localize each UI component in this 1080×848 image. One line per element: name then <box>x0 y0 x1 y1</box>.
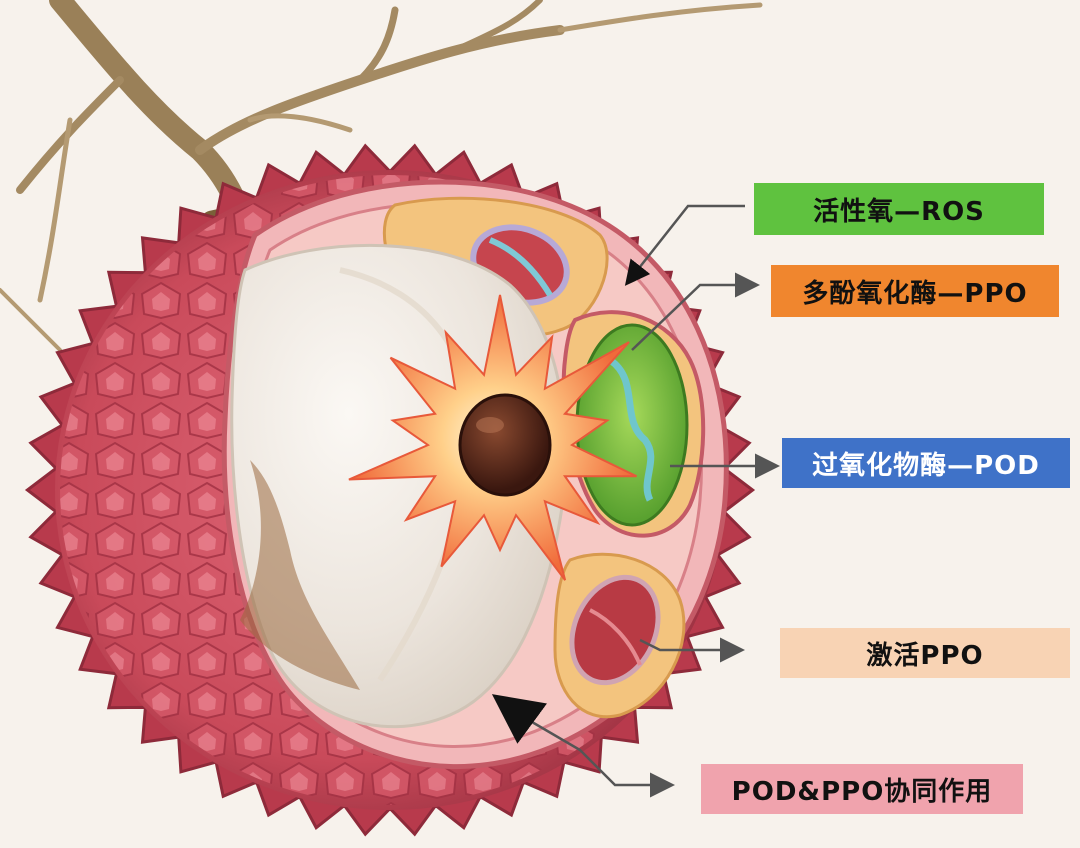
label-ppo: 多酚氧化酶—PPO <box>771 265 1059 317</box>
bottom-cell <box>553 552 686 719</box>
pulp <box>230 243 568 729</box>
seed-highlight <box>476 417 504 433</box>
seed <box>458 393 552 497</box>
arrow-ros <box>624 204 745 286</box>
label-ros: 活性氧—ROS <box>754 183 1044 235</box>
arrow-synergy <box>519 713 675 798</box>
arrow-ppo <box>631 272 760 351</box>
label-pod-ppo-synergy: POD&PPO协同作用 <box>701 764 1023 814</box>
browning-spot <box>240 460 360 690</box>
arrow-activate <box>639 637 745 663</box>
arrow-synergy-head <box>491 694 548 744</box>
label-activate-ppo: 激活PPO <box>780 628 1070 678</box>
label-pod: 过氧化物酶—POD <box>782 438 1070 488</box>
leader-lines <box>491 204 780 798</box>
